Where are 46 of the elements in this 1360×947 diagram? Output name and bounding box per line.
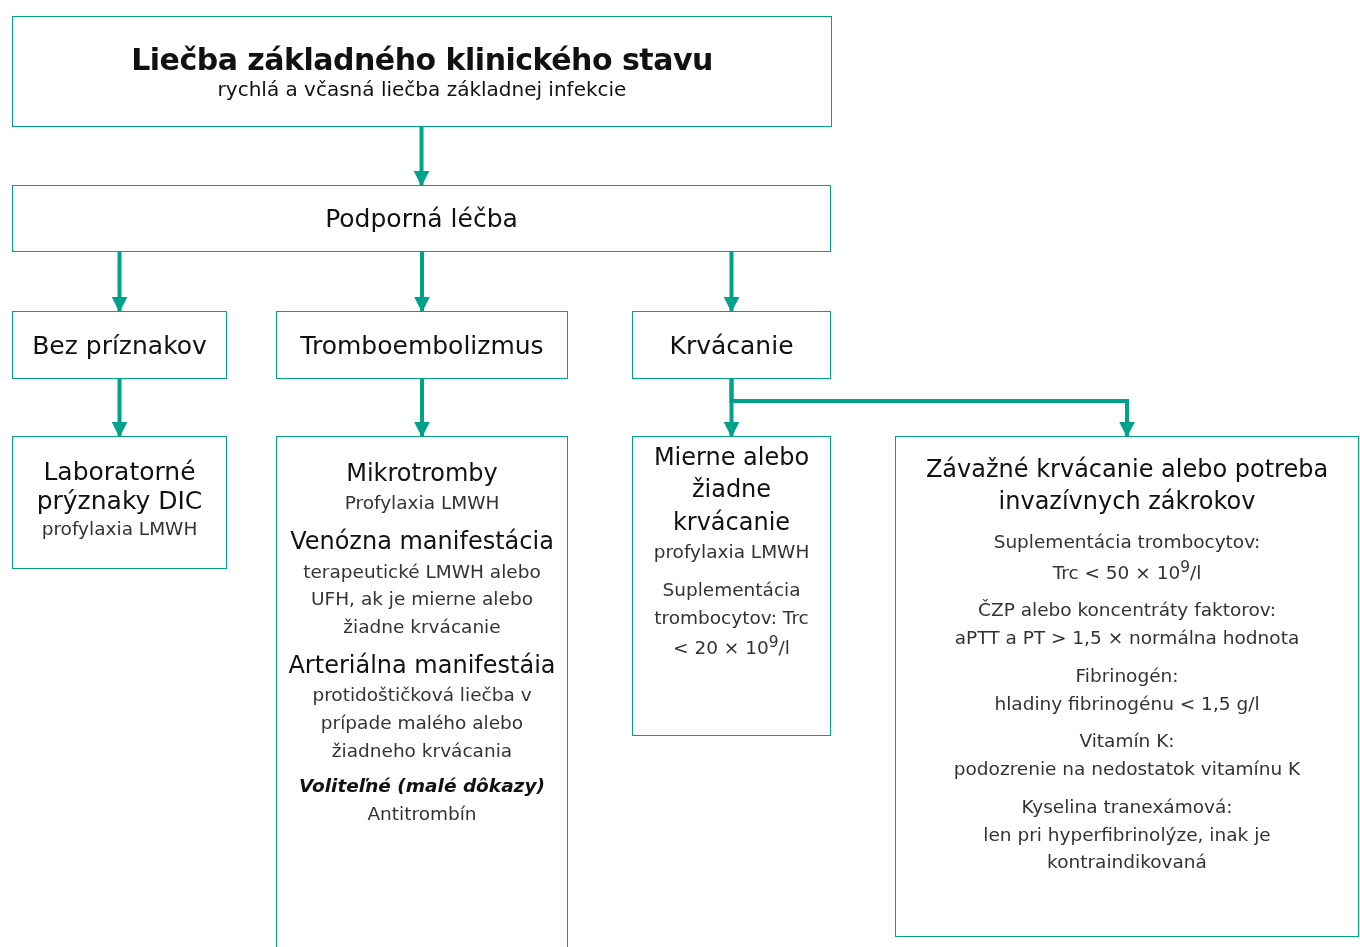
heading: Venózna manifestácia (290, 526, 554, 558)
process-box (12, 185, 831, 252)
body-text: profylaxia LMWH (653, 540, 810, 565)
arrow (729, 379, 1135, 438)
process-box (632, 436, 831, 736)
heading: Mikrotromby (346, 458, 498, 489)
body-text: aPTT a PT > 1,5 × normálna hodnota (954, 626, 1300, 651)
body-text: Fibrinogén: (1075, 663, 1179, 688)
process-box (276, 436, 568, 947)
process-box (276, 311, 568, 379)
body-text: len pri hyperfibrinolýze, inak je kontraindikovaná (982, 822, 1272, 875)
process-box (632, 311, 831, 379)
body-text: Vitamín K: (1079, 729, 1175, 754)
body-text: protidoštičková liečba v prípade malého alebo žiadneho krvácania (311, 683, 533, 763)
body-text: Kyselina tranexámová: (1021, 794, 1233, 819)
body-text: terapeutické LMWH alebo UFH, ak je mierne alebo žiadne krvácanie (302, 559, 542, 640)
process-box (12, 16, 832, 127)
body-text: Trc < 50 × 10$^{9}$/l (1052, 556, 1202, 585)
heading: Mierne alebo žiadne krvácanie (652, 442, 811, 538)
box-label: Krvácanie (669, 330, 794, 360)
process-box (895, 436, 1359, 937)
body-text: podozrenie na nedostatok vitamínu K (953, 757, 1301, 782)
body-text: profylaxia LMWH (41, 517, 198, 541)
arrow (414, 379, 430, 438)
body-text: Antitrombín (367, 802, 477, 827)
body-text: Profylaxia LMWH (344, 491, 500, 516)
subtitle: rychlá a včasná liečba základnej infekcie (217, 77, 627, 101)
body-text: Suplementácia trombocytov: Trc < 20 × 10$^{9}$/l (653, 577, 810, 661)
heading: Arteriálna manifestáia (288, 649, 556, 681)
heading: Závažné krvácanie alebo potreba invazívnych zákrokov (924, 454, 1330, 518)
box-label: Podporná léčba (325, 204, 518, 233)
arrow (723, 252, 740, 313)
arrow (414, 252, 430, 313)
box-label: Bez príznakov (32, 330, 207, 360)
arrow (111, 379, 128, 438)
box-label: Laboratorné prýznaky DIC (35, 457, 204, 515)
body-text: ČZP alebo koncentráty faktorov: (978, 598, 1276, 623)
body-text: hladiny fibrinogénu < 1,5 g/l (994, 691, 1260, 716)
arrow (413, 127, 430, 187)
arrow (111, 252, 128, 313)
note-text: Voliteľné (malé dôkazy) (299, 774, 545, 799)
process-box (12, 311, 227, 379)
process-box (12, 436, 227, 569)
body-text: Suplementácia trombocytov: (993, 529, 1261, 554)
box-label: Tromboembolizmus (300, 330, 544, 360)
title: Liečba základného klinického stavu (131, 42, 713, 77)
